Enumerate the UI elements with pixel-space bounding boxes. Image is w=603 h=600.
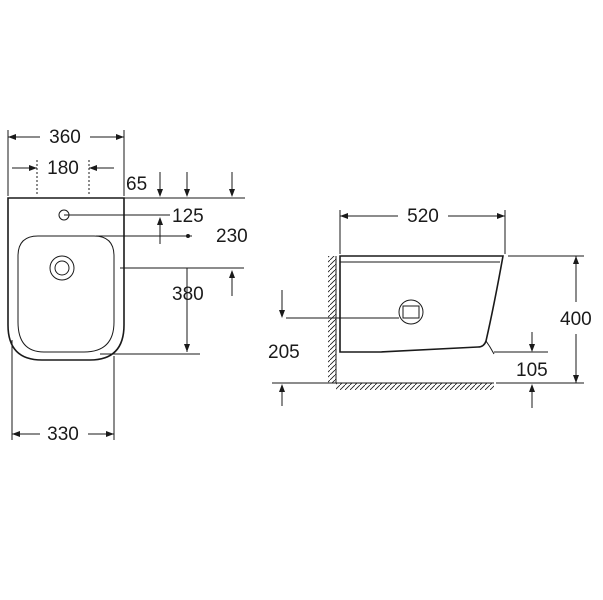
dim-drain-depth: 230: [216, 226, 248, 247]
dim-width-overall: 360: [49, 127, 81, 148]
dim-rim-offset: 65: [126, 174, 147, 195]
outlet-inner: [402, 305, 420, 319]
drain-outer: [49, 255, 75, 281]
dim-tap-hole-spacing: 180: [47, 158, 79, 179]
bidet-body-outline: [339, 255, 504, 353]
wall-hatch: [328, 256, 336, 383]
dim-length: 520: [407, 206, 439, 227]
dim-fixing-height: 105: [516, 360, 548, 381]
dim-height: 400: [560, 309, 592, 330]
bowl-outline: [7, 197, 125, 361]
dim-base-width: 330: [47, 424, 79, 445]
floor-hatch: [336, 383, 494, 390]
bowl-inner: [17, 235, 115, 353]
top-view: 360 180 65 125 230 380: [7, 127, 248, 445]
outlet-outer: [398, 299, 424, 325]
dim-fixing-depth: 380: [172, 284, 204, 305]
drain-inner: [54, 260, 70, 276]
side-view: 520 400 205 105: [268, 206, 592, 408]
dim-outlet-height: 205: [268, 342, 300, 363]
dim-tap-hole-depth: 125: [172, 206, 204, 227]
